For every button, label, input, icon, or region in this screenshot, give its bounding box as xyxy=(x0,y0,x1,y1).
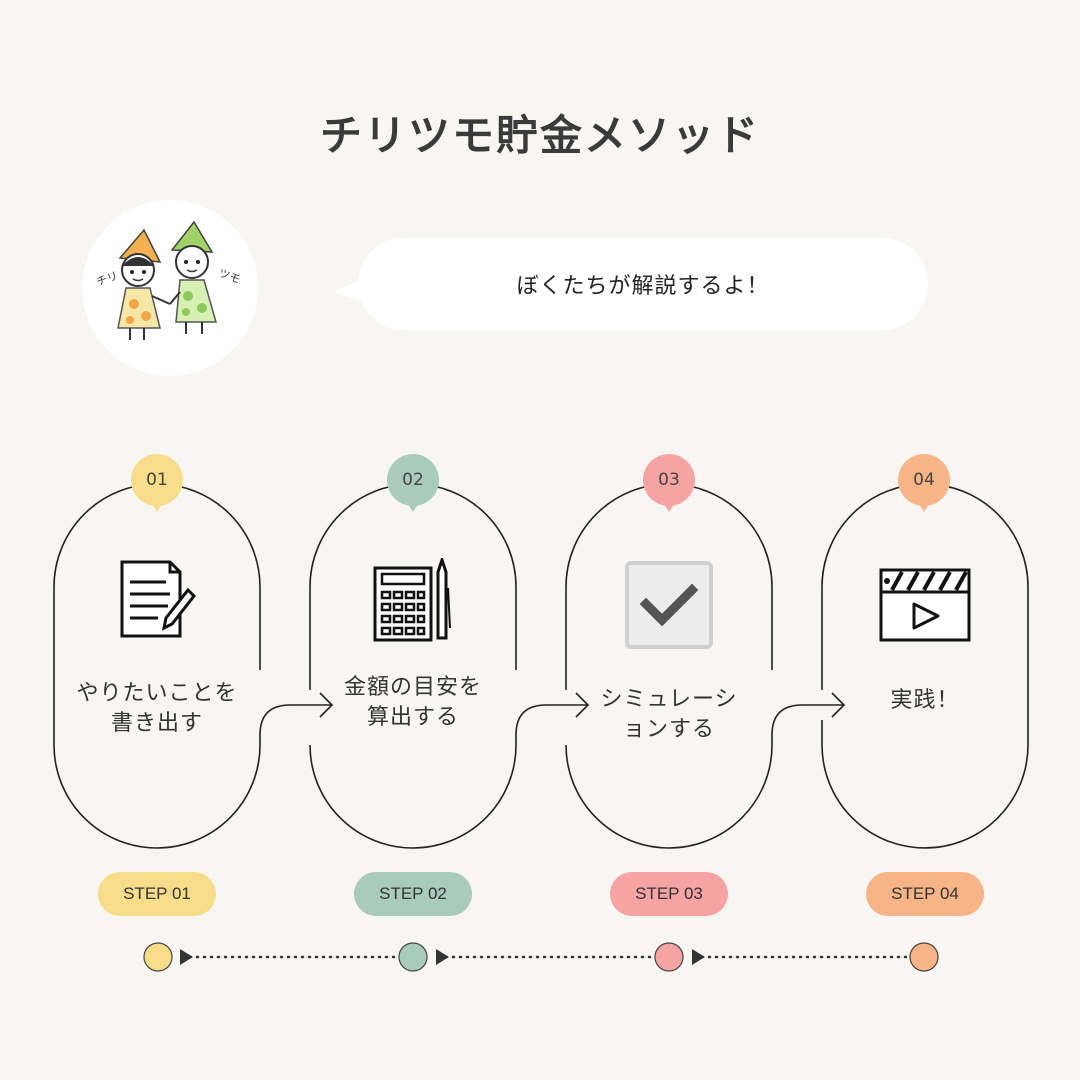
step-4-line-1: 実践！ xyxy=(890,688,960,713)
timeline-arrow-1 xyxy=(180,949,193,965)
step-badge-3-label: STEP 03 xyxy=(635,884,703,903)
timeline-dot-1 xyxy=(143,942,173,972)
step-text-3: シミュレーシ ョンする xyxy=(579,685,759,745)
step-number-pin-3: 03 xyxy=(643,454,695,512)
step-number-2: 02 xyxy=(402,470,424,490)
step-number-3: 03 xyxy=(658,470,680,490)
step-text-4: 実践！ xyxy=(835,686,1015,716)
step-number-pin-4: 04 xyxy=(898,454,950,512)
step-1-line-2: 書き出す xyxy=(110,711,203,736)
step-number-pin-1: 01 xyxy=(131,454,183,512)
timeline-dot-3 xyxy=(654,942,684,972)
calculator-icon xyxy=(373,558,451,642)
step-badge-1: STEP 01 xyxy=(98,872,216,916)
step-3-line-2: ョンする xyxy=(622,717,715,742)
step-3-line-1: シミュレーシ xyxy=(600,687,738,712)
step-badge-4: STEP 04 xyxy=(866,872,984,916)
step-2-line-2: 算出する xyxy=(366,705,459,730)
timeline-arrow-2 xyxy=(436,949,449,965)
step-capsule-1 xyxy=(53,483,332,849)
speech-bubble: ぼくたちが解説するよ！ xyxy=(358,238,928,330)
step-number-4: 04 xyxy=(913,470,935,490)
step-text-2: 金額の目安を 算出する xyxy=(323,673,503,733)
timeline-arrow-3 xyxy=(692,949,705,965)
step-badge-3: STEP 03 xyxy=(610,872,728,916)
step-2-line-1: 金額の目安を xyxy=(343,675,482,700)
speech-bubble-tail xyxy=(334,278,364,302)
step-number-1: 01 xyxy=(146,470,168,490)
step-badge-2: STEP 02 xyxy=(354,872,472,916)
checkbox-icon xyxy=(625,561,713,649)
step-badge-4-label: STEP 04 xyxy=(891,884,959,903)
step-badge-1-label: STEP 01 xyxy=(123,884,191,903)
timeline-dot-2 xyxy=(398,942,428,972)
step-capsule-4 xyxy=(821,483,1029,849)
step-1-line-1: やりたいことを xyxy=(76,681,238,706)
clapperboard-play-icon xyxy=(879,568,971,642)
characters-illustration: チリ ツモ xyxy=(95,220,242,340)
speech-text: ぼくたちが解説するよ！ xyxy=(516,274,770,299)
step-text-1: やりたいことを 書き出す xyxy=(67,679,247,739)
document-pencil-icon xyxy=(120,560,197,638)
characters-avatar: チリ ツモ xyxy=(82,200,258,376)
step-badge-2-label: STEP 02 xyxy=(379,884,447,903)
step-number-pin-2: 02 xyxy=(387,454,439,512)
timeline-dot-4 xyxy=(909,942,939,972)
page-title: チリツモ貯金メソッド xyxy=(319,111,760,160)
